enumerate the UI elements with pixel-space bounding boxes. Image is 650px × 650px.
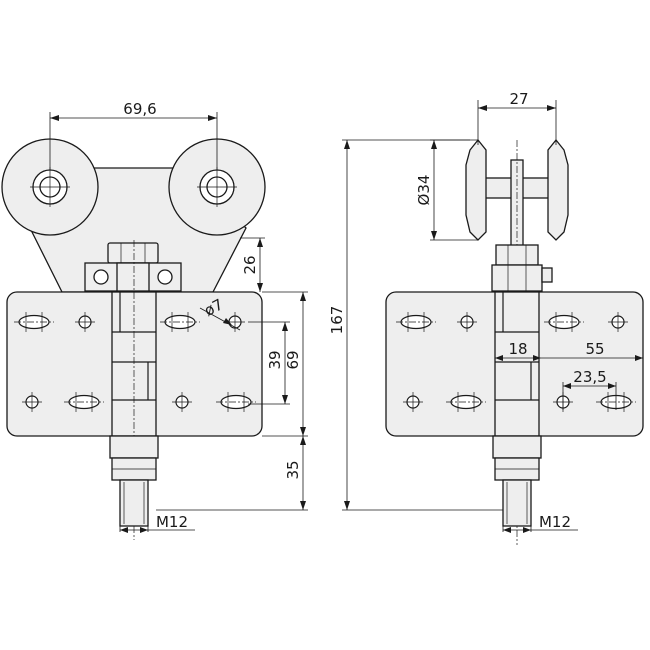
side-bolt bbox=[492, 435, 542, 527]
front-view bbox=[1, 138, 266, 540]
dim-hole-spacing-vertical: 39 bbox=[266, 350, 284, 369]
dim-wheel-diameter: Ø34 bbox=[415, 175, 433, 206]
front-bolt bbox=[109, 435, 159, 527]
dim-thread-left: M12 bbox=[156, 513, 188, 531]
dim-plate-height: 69 bbox=[284, 350, 302, 369]
front-hinge bbox=[111, 240, 157, 540]
dim-hinge-offset: 18 bbox=[508, 340, 527, 358]
right-wheel bbox=[168, 138, 266, 236]
dim-overall-height: 167 bbox=[328, 306, 346, 335]
top-nut bbox=[84, 242, 182, 292]
dim-bolt-length: 35 bbox=[284, 460, 302, 479]
dim-wheel-spacing: 69,6 bbox=[123, 100, 156, 118]
dim-plate-half-width: 55 bbox=[585, 340, 604, 358]
side-dimensions: 27 Ø34 167 18 55 23,5 bbox=[328, 90, 643, 533]
side-wheel-right bbox=[547, 138, 569, 241]
dim-hole-spacing-horizontal: 23,5 bbox=[573, 368, 606, 386]
side-wheel-left bbox=[465, 138, 487, 241]
side-hinge bbox=[494, 291, 540, 437]
side-view bbox=[385, 138, 644, 545]
dim-wheel-width: 27 bbox=[509, 90, 528, 108]
dim-thread-right: M12 bbox=[539, 513, 571, 531]
dim-body-height: 26 bbox=[241, 255, 259, 274]
